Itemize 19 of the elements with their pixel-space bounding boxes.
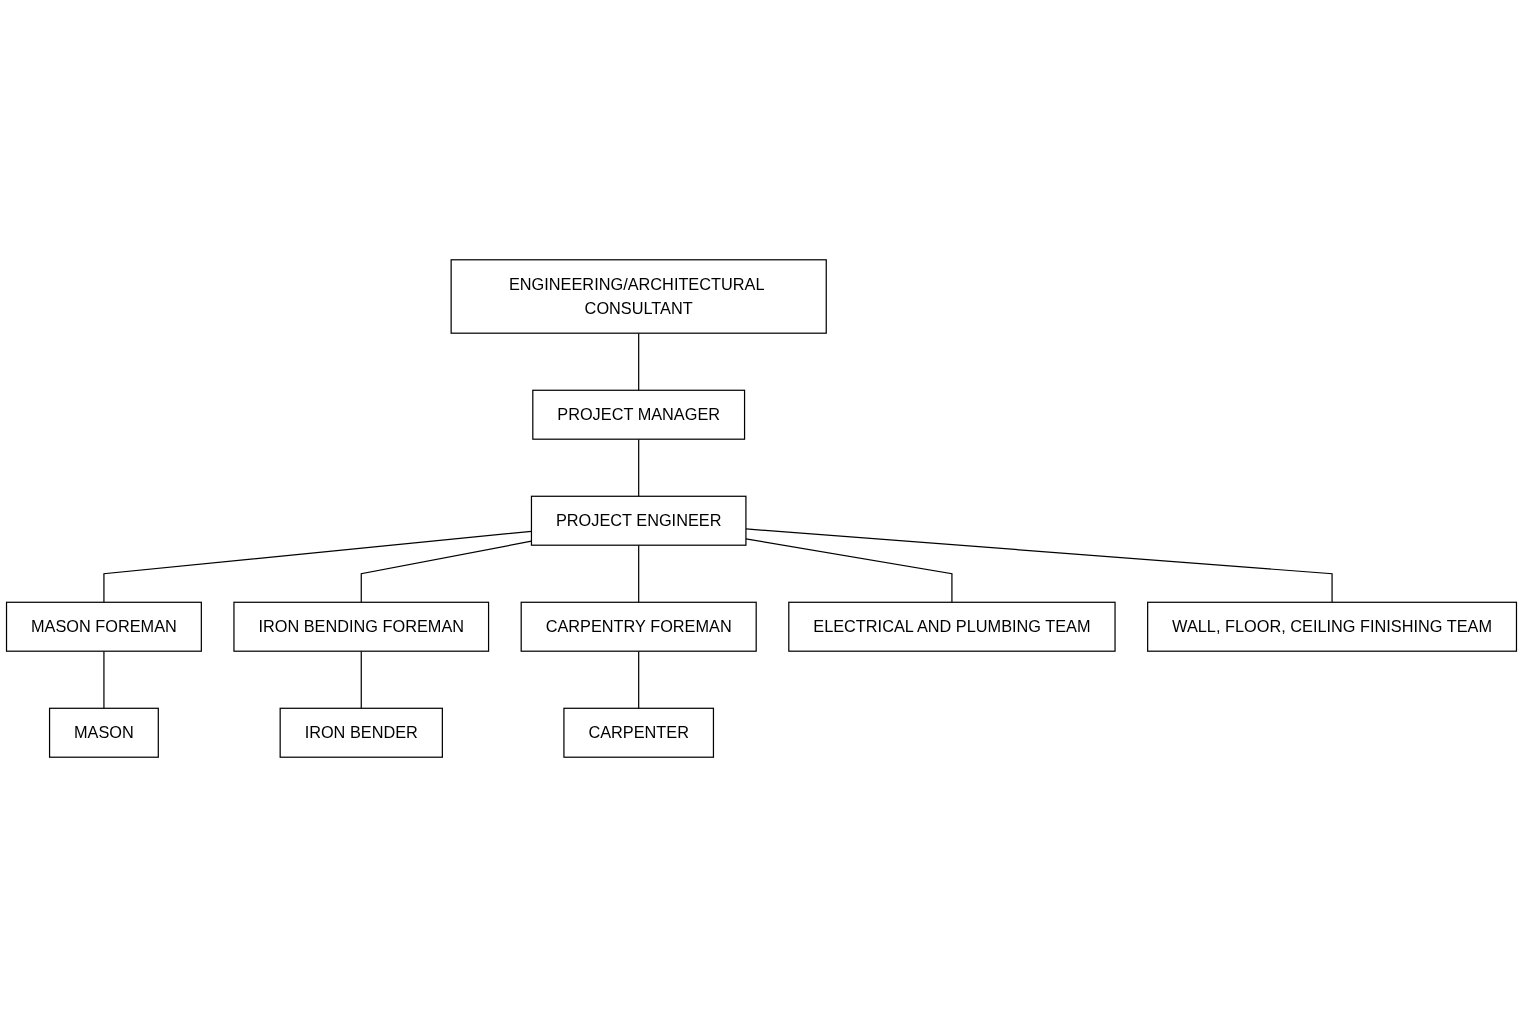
node-box: IRON BENDING FOREMAN: [233, 601, 490, 652]
node-box: WALL, FLOOR, CEILING FINISHING TEAM: [1147, 601, 1518, 652]
node-box: ELECTRICAL AND PLUMBING TEAM: [788, 601, 1116, 652]
connector: [638, 438, 640, 497]
node-box: IRON BENDER: [279, 707, 443, 758]
connector: [745, 528, 1333, 603]
connector: [638, 650, 640, 709]
connector: [745, 538, 953, 603]
node-box: PROJECT ENGINEER: [530, 495, 747, 546]
connector: [360, 650, 362, 709]
connector: [638, 332, 640, 391]
node-box: PROJECT MANAGER: [532, 389, 746, 440]
connector: [638, 544, 640, 603]
node-box: CARPENTER: [563, 707, 715, 758]
node-box: ENGINEERING/ARCHITECTURAL CONSULTANT: [450, 259, 827, 334]
node-box: CARPENTRY FOREMAN: [520, 601, 757, 652]
node-box: MASON FOREMAN: [5, 601, 202, 652]
connector: [103, 650, 105, 709]
node-box: MASON: [48, 707, 159, 758]
